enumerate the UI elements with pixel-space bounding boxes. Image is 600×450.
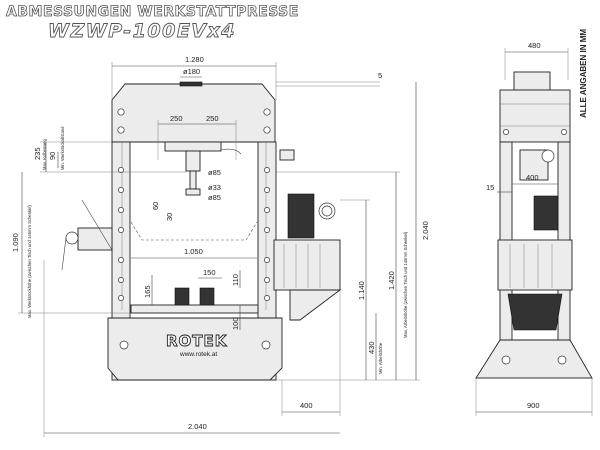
base-wheel: [119, 340, 129, 350]
front-dimensions: 1.280 ø180 5 250 250 235 90 Max. Kolbenw…: [11, 55, 430, 437]
dim-offset-top: 5: [378, 71, 382, 80]
cylinder-mount: [164, 141, 222, 152]
label-work-height-left: Max. Werkstückhöhe (zwischen Tisch und 1…: [27, 205, 32, 318]
dim-100: 100: [231, 317, 240, 330]
dim-60: 60: [151, 202, 160, 210]
crown-hole: [263, 126, 271, 134]
crown-hole: [117, 108, 125, 116]
v-block-right: [199, 287, 215, 306]
winch: [61, 199, 113, 271]
label-table-height: Min. Arbeitshöhe: [378, 342, 383, 374]
oil-tank: [273, 239, 341, 291]
base-wheel: [261, 340, 271, 350]
side-wheel: [501, 355, 511, 365]
dim-height-1090: 1.090: [11, 233, 20, 252]
dim-width-top: 1.280: [185, 55, 204, 64]
dim-height-1420: 1.420: [387, 271, 396, 290]
column-holes: [118, 167, 270, 301]
v-block-left: [174, 287, 190, 306]
work-table: [130, 304, 259, 314]
dim-110: 110: [231, 274, 240, 286]
side-gauge: [541, 149, 555, 163]
crown: [111, 83, 276, 143]
side-cylinder-top: [513, 71, 551, 91]
dim-165: 165: [143, 285, 152, 298]
electric-motor: [287, 193, 315, 239]
side-wheel: [557, 355, 567, 365]
front-view: ROTEK www.rotek.at: [61, 81, 342, 381]
pump-bracket: [289, 289, 342, 321]
ram-tool: [185, 188, 201, 196]
side-base: [475, 339, 593, 379]
side-cradle: [507, 293, 563, 331]
brand-logo: ROTEK: [166, 332, 228, 350]
side-crown: [499, 89, 571, 143]
dim-piston-dia: ø85: [208, 168, 221, 177]
dim-side-base-width: 900: [527, 401, 540, 410]
dim-side-top-width: 480: [528, 41, 541, 50]
base-frame: [107, 317, 283, 381]
side-motor: [533, 195, 559, 231]
dim-tool-dia: ø85: [208, 193, 221, 202]
label-stroke: Max. Kolbenweg: [42, 138, 47, 170]
dim-pump-400: 400: [300, 401, 313, 410]
dim-90: 90: [48, 152, 57, 160]
dim-rod-dia: ø33: [208, 183, 221, 192]
dim-side-400: 400: [526, 173, 539, 182]
crown-hole: [117, 126, 125, 134]
dim-overall-2040: 2.040: [188, 422, 207, 431]
dim-mount-right: 250: [206, 114, 219, 123]
dim-30: 30: [165, 213, 174, 221]
piston-rod: [189, 170, 197, 190]
drawing-title: ABMESSUNGEN WERKSTATTPRESSE: [6, 4, 299, 20]
crown-hole: [263, 108, 271, 116]
hose: [220, 148, 242, 155]
label-cyl-stroke: Min. Werkstückabstand: [60, 126, 65, 170]
dim-height-1140: 1.140: [357, 281, 366, 300]
units-note: ALLE ANGABEN IN MM: [579, 29, 588, 118]
dim-height-430: 430: [367, 341, 376, 354]
dim-block-150: 150: [203, 268, 216, 277]
dim-side-15: 15: [486, 183, 494, 192]
dim-height-2040: 2.040: [421, 221, 430, 240]
movable-table: [130, 221, 258, 241]
dim-cylinder-dia: ø180: [183, 67, 200, 76]
dim-mount-left: 250: [170, 114, 183, 123]
pump-unit: [273, 149, 342, 321]
brand-url: www.rotek.at: [179, 351, 217, 358]
dim-inner-width: 1.050: [184, 247, 203, 256]
label-work-height-right: Max. Arbeitshöhe (zwischen Tisch und 145…: [403, 231, 408, 338]
top-cap: [179, 81, 203, 87]
side-tank: [497, 239, 573, 291]
model-title: WZWP-100EVx4: [48, 20, 236, 42]
side-view: 480 400 15 900: [475, 41, 593, 416]
dim-235: 235: [33, 147, 42, 160]
cylinder: [185, 150, 201, 172]
